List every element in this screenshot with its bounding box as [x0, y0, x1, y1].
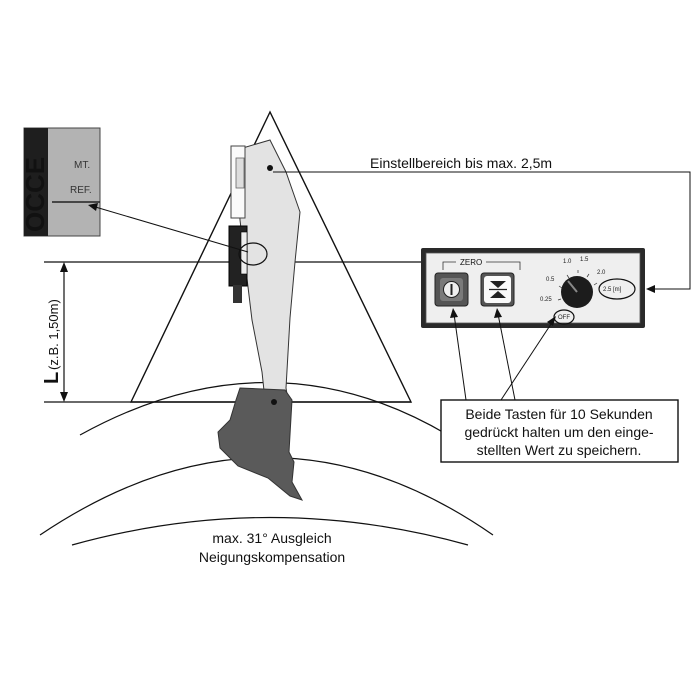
receiver-window [240, 231, 248, 275]
L-dimension-bottom-arrow [60, 392, 68, 402]
zero-up-arrow-icon [490, 291, 506, 298]
callout-line-1: Beide Tasten für 10 Sekunden [465, 406, 652, 422]
angle-label-line-2: Neigungskompensation [199, 549, 345, 565]
off-label: OFF [558, 315, 570, 321]
excavator-bucket [217, 387, 304, 501]
dial-unit-label: 2.5 [m] [603, 287, 622, 293]
angle-label-line-1: max. 31° Ausgleich [212, 530, 331, 546]
dial-scale-0: 0.25 [540, 297, 552, 303]
inset-brand-text: OCCE [20, 157, 50, 232]
compensation-arc-label [71, 516, 469, 546]
L-dimension-top-arrow [60, 262, 68, 272]
arm-top-dot [267, 165, 273, 171]
dial-scale-1: 0.5 [546, 277, 555, 283]
mast-clamp [235, 157, 245, 189]
inset-mt-text: MT. [74, 160, 90, 171]
zero-label: ZERO [460, 258, 482, 267]
zero-button[interactable] [480, 272, 515, 307]
range-label: Einstellbereich bis max. 2,5m [370, 155, 552, 171]
callout-arrow-zero-head [494, 308, 502, 318]
dial-scale-4: 2.0 [597, 270, 606, 276]
callout-arrow-off [500, 320, 554, 401]
callout-arrow-power [453, 313, 467, 401]
receiver-scale-inset: OCCE MT. REF. [20, 127, 101, 237]
dial-pointer-icon [567, 280, 578, 293]
zero-down-arrow-icon [490, 281, 506, 288]
callout-line-2: gedrückt halten um den einge- [464, 424, 653, 440]
range-leader-arrowhead [646, 285, 655, 293]
callout-box [440, 399, 679, 463]
dial-scale-2: 1.0 [563, 259, 572, 265]
callout-line-3: stellten Wert zu speichern. [477, 442, 642, 458]
inset-ref-text: REF. [70, 185, 92, 196]
dial-unit-highlight-ring [598, 278, 636, 300]
range-dial[interactable] [561, 276, 593, 308]
off-highlight-ring [553, 309, 575, 325]
callout-arrow-zero [497, 313, 516, 401]
callout-arrow-off-head [547, 316, 556, 326]
inset-pointer-arrowhead [88, 203, 98, 211]
receiver-base [233, 285, 242, 303]
range-leader-line [273, 171, 691, 290]
callout-arrow-power-head [450, 308, 458, 318]
L-example-label: (z.B. 1,50m) [46, 299, 61, 370]
receiver-highlight-ring [238, 242, 268, 266]
L-label: L [41, 372, 63, 384]
inset-pointer-line [91, 205, 249, 253]
dial-scale-3: 1.5 [580, 257, 589, 263]
dial-ticks [557, 270, 598, 301]
control-panel: ZERO 0.25 0.5 1.0 1.5 2.0 [421, 248, 645, 328]
bucket-pivot-dot [271, 399, 277, 405]
power-button[interactable] [434, 272, 469, 307]
